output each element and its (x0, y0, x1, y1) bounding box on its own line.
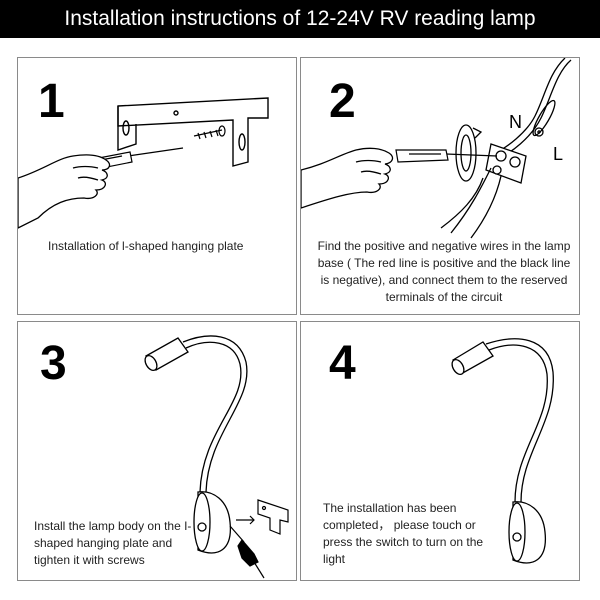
wiring-terminal-illustration (301, 58, 572, 239)
live-label: L (553, 144, 564, 164)
step-2-panel: 2 (300, 57, 580, 315)
step-4-panel: 4 The installation has been completed， p… (300, 321, 580, 581)
step-4-caption: The installation has been completed， ple… (323, 501, 484, 566)
step-2-number: 2 (329, 75, 356, 128)
neutral-label: N (509, 112, 522, 132)
step-3-panel: 3 Install (17, 321, 297, 581)
installed-lamp-illustration (451, 338, 554, 564)
step-3-number: 3 (40, 337, 67, 390)
step-3-caption: Install the lamp body on the I-shaped ha… (34, 519, 192, 567)
step-1-panel: 1 Installation of l-shaped hanging (17, 57, 297, 315)
step-1-number: 1 (38, 75, 65, 128)
step-2-caption: Find the positive and negative wires in … (317, 239, 571, 304)
page-title: Installation instructions of 12-24V RV r… (64, 7, 536, 30)
hand-screwdriver-bracket-illustration (18, 97, 269, 229)
step-4-number: 4 (329, 337, 356, 390)
step-1-caption: Installation of l-shaped hanging plate (48, 239, 244, 253)
lamp-mount-illustration (144, 335, 289, 579)
title-bar (0, 0, 600, 38)
